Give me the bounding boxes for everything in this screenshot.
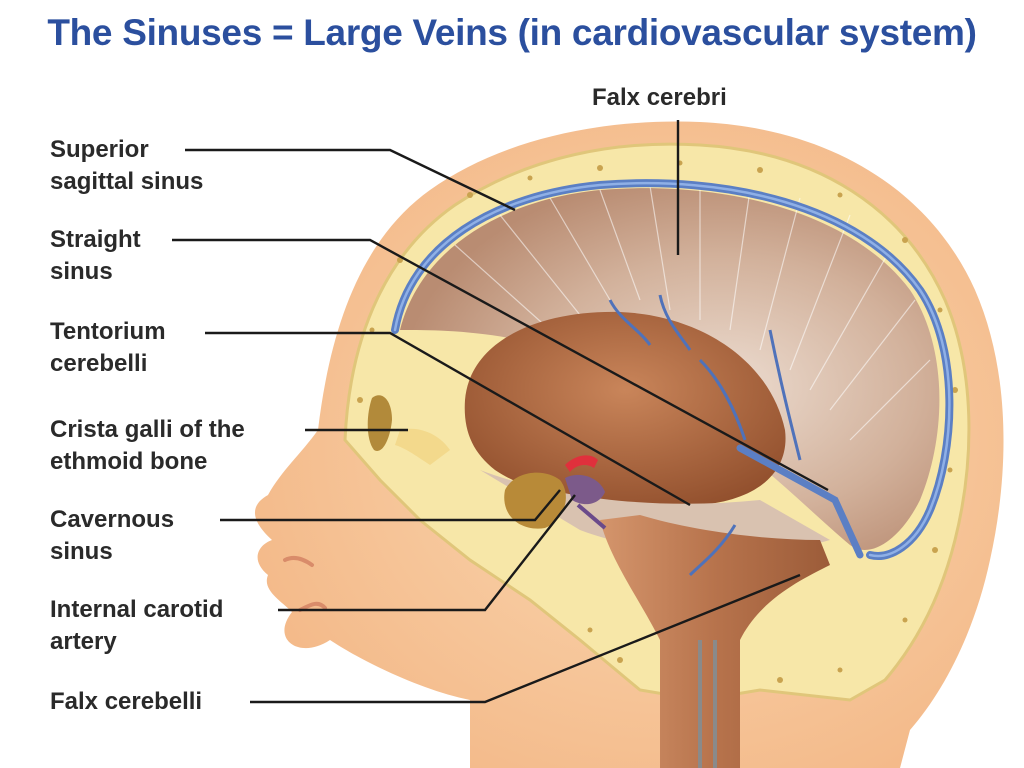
leader-cavernous-sinus xyxy=(220,489,561,522)
falx-striations xyxy=(454,185,931,441)
label-falx-cerebelli: Falx cerebelli xyxy=(50,688,203,715)
ethmoid-region xyxy=(395,428,450,465)
label-superior-sagittal-sinus: Superior sagittal sinus xyxy=(50,136,204,195)
label-falx-cerebri: Falx cerebri xyxy=(592,84,727,111)
straight-sinus xyxy=(736,444,864,559)
label-cavernous-sinus: Cavernous sinus xyxy=(50,506,175,565)
leader-straight-sinus xyxy=(172,238,829,492)
cerebral-veins xyxy=(608,294,802,577)
slide-title: The Sinuses = Large Veins (in cardiovasc… xyxy=(47,12,977,53)
nose-lips-detail xyxy=(283,555,327,612)
label-straight-sinus: Straight sinus xyxy=(50,226,141,285)
label-internal-carotid-artery: Internal carotid artery xyxy=(50,596,224,655)
sphenoid-sinus xyxy=(504,472,566,529)
leader-superior-sagittal-sinus xyxy=(185,148,516,212)
bone-texture xyxy=(357,160,958,683)
label-crista-galli: Crista galli of the ethmoid bone xyxy=(50,416,245,475)
leader-tentorium-cerebelli xyxy=(205,331,691,507)
spinal-dura xyxy=(698,640,717,768)
leader-internal-carotid xyxy=(278,494,576,612)
tentorium-floor xyxy=(480,470,830,554)
label-tentorium-cerebelli: Tentorium cerebelli xyxy=(50,318,166,377)
crista-galli xyxy=(367,395,392,451)
leader-lines xyxy=(172,120,829,704)
internal-carotid-artery xyxy=(565,455,598,472)
leader-falx-cerebelli xyxy=(250,573,801,704)
tentorium-cerebelli xyxy=(464,311,786,507)
